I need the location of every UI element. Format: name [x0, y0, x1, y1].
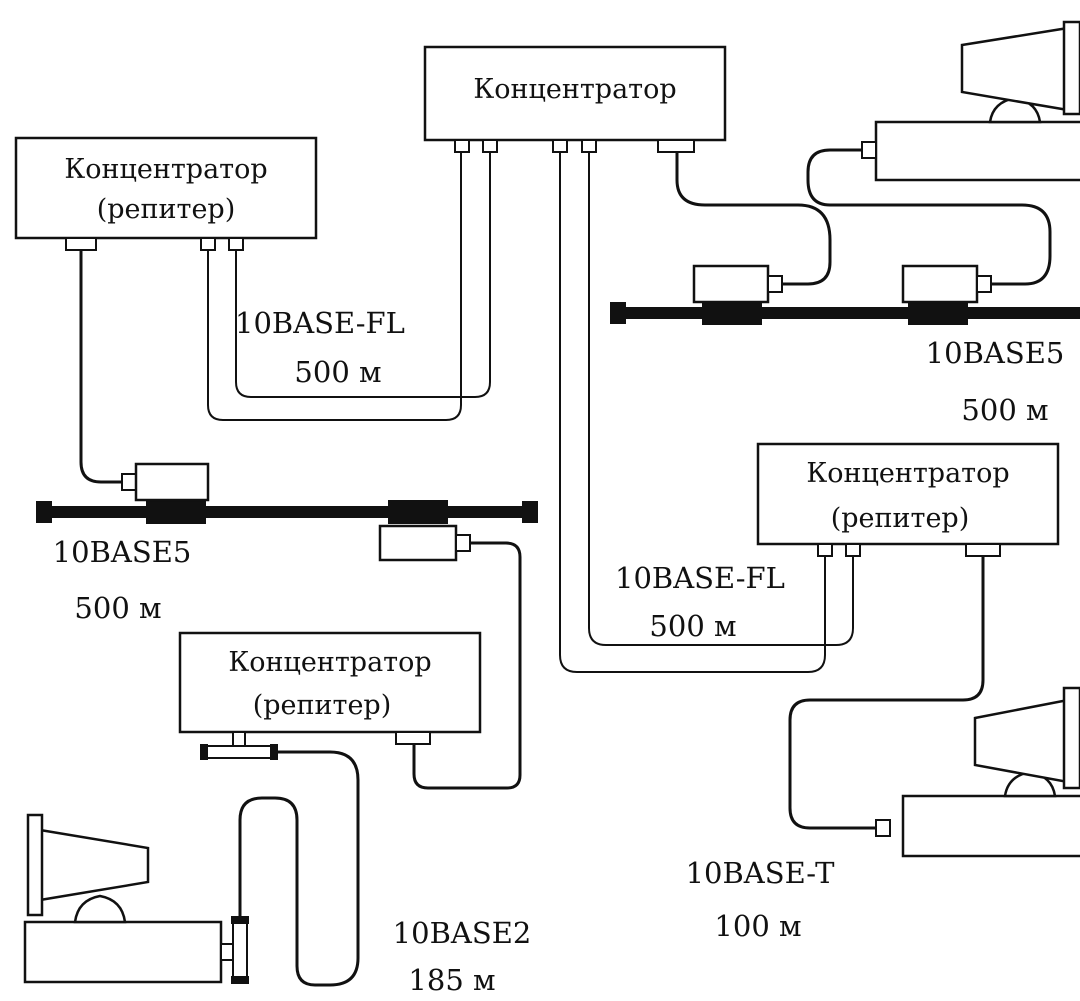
hub-right-label-1: Концентратор: [806, 458, 1009, 489]
hub-bottom: Концентратор (репитер): [178, 631, 482, 747]
port-icon: [228, 237, 244, 251]
segment-tp-length: 100 м: [714, 909, 801, 943]
thin-coax-cable: [238, 750, 360, 987]
hub-bottom-label-2: (репитер): [253, 690, 392, 721]
port-icon: [875, 819, 891, 837]
t-connector-icon: [200, 744, 278, 760]
tap-icon: [908, 301, 968, 325]
port-icon: [581, 139, 597, 153]
system-unit: [23, 920, 223, 984]
port-icon: [965, 543, 1001, 557]
bus-thick-left: [36, 500, 538, 524]
twisted-pair-cable: [788, 556, 985, 830]
tap-icon: [146, 500, 206, 524]
monitor-screen: [973, 698, 1070, 784]
tap-icon: [388, 500, 448, 524]
segment-fl-right-length: 500 м: [649, 609, 736, 643]
terminator-icon: [522, 501, 538, 523]
fiber-cable: [588, 152, 854, 646]
segment-fl-left-name: 10BASE-FL: [235, 306, 405, 340]
hub-left-box: [14, 136, 318, 240]
hub-bottom-box: [178, 631, 482, 734]
fiber-cable: [207, 152, 462, 421]
fiber-link-left: [207, 152, 491, 421]
monitor-screen: [960, 26, 1070, 112]
segment-thick-right-name: 10BASE5: [926, 336, 1065, 370]
aui-cable: [675, 152, 832, 286]
port-icon: [395, 731, 431, 745]
segment-thin-length: 185 м: [408, 963, 495, 996]
monitor-screen: [38, 828, 150, 902]
workstation-icon: [23, 813, 234, 984]
fiber-cable: [559, 152, 826, 673]
hub-right-box: [756, 442, 1060, 546]
tap-icon: [702, 301, 762, 325]
system-unit: [874, 120, 1080, 182]
port-icon: [232, 731, 246, 747]
port-icon: [482, 139, 498, 153]
port-icon: [861, 141, 877, 159]
port-icon: [845, 543, 861, 557]
transceiver-icon: [378, 524, 471, 562]
monitor-bezel: [26, 813, 44, 917]
port-icon: [454, 139, 470, 153]
hub-top-label: Концентратор: [473, 74, 676, 105]
port-icon: [817, 543, 833, 557]
terminator-icon: [610, 302, 626, 324]
t-connector-icon: [231, 916, 249, 984]
hub-left-label-1: Концентратор: [64, 154, 267, 185]
segment-thick-right-length: 500 м: [961, 393, 1048, 427]
workstation-icon: [861, 20, 1080, 182]
segment-thick-left-length: 500 м: [74, 591, 161, 625]
hub-right-label-2: (репитер): [831, 503, 970, 534]
hub-top: Концентратор: [423, 45, 727, 153]
port-icon: [65, 237, 97, 251]
transceiver-icon: [121, 462, 210, 502]
terminator-icon: [36, 501, 52, 523]
aui-cable: [806, 148, 1052, 286]
workstation-icon: [875, 686, 1080, 858]
port-icon: [657, 139, 695, 153]
port-icon: [552, 139, 568, 153]
aui-cable: [412, 541, 522, 790]
hub-left-label-2: (репитер): [97, 194, 236, 225]
port-icon: [200, 237, 216, 251]
transceiver-icon: [901, 264, 992, 304]
segment-tp-name: 10BASE-T: [686, 856, 835, 890]
monitor-bezel: [1062, 20, 1080, 116]
segment-thick-left-name: 10BASE5: [53, 535, 192, 569]
aui-cable: [79, 250, 122, 484]
monitor-bezel: [1062, 686, 1080, 790]
transceiver-icon: [692, 264, 783, 304]
hub-right: Концентратор (репитер): [756, 442, 1060, 557]
fiber-link-right: [559, 152, 854, 673]
hub-left: Концентратор (репитер): [14, 136, 318, 251]
hub-top-box: [423, 45, 727, 142]
system-unit: [901, 794, 1080, 858]
segment-thin-name: 10BASE2: [393, 916, 532, 950]
port-icon: [220, 943, 234, 961]
segment-fl-right-name: 10BASE-FL: [615, 561, 785, 595]
hub-bottom-label-1: Концентратор: [228, 647, 431, 678]
fiber-cable: [235, 152, 491, 398]
monitor-stand: [73, 894, 127, 924]
bus-thick-right: [610, 301, 1080, 325]
segment-fl-left-length: 500 м: [294, 355, 381, 389]
